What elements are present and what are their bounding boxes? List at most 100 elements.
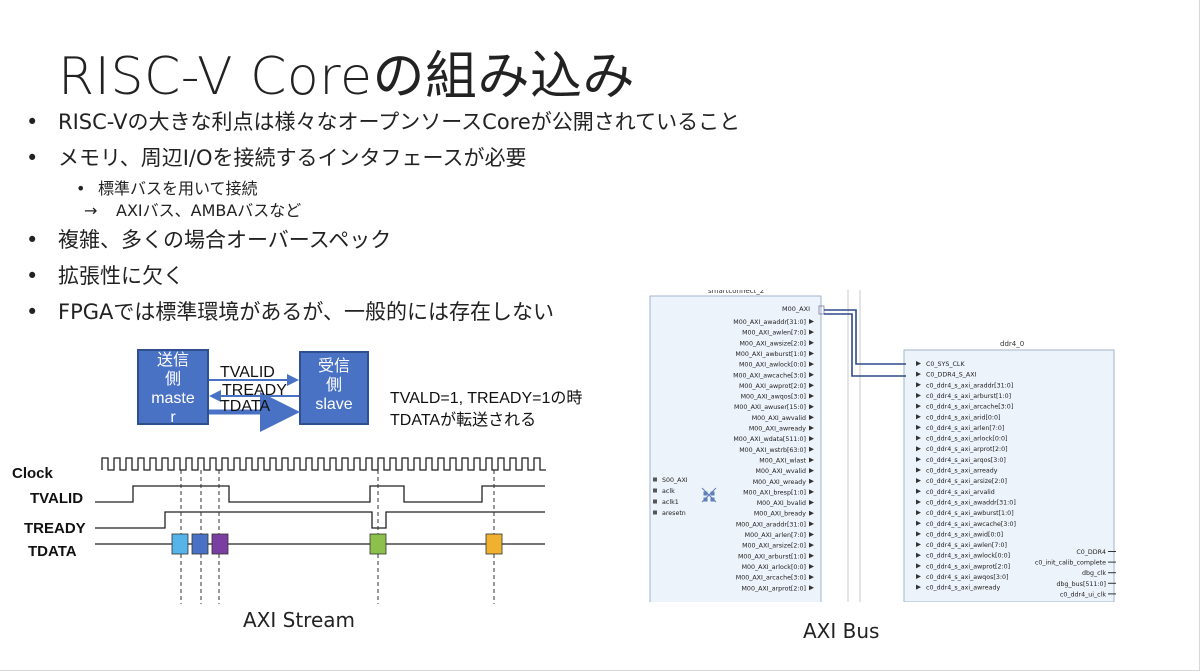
port-arrow: [809, 319, 814, 324]
port-label: c0_ddr4_s_axi_awcache[3:0]: [926, 521, 1016, 528]
port-label: c0_init_calib_complete: [1035, 560, 1106, 567]
port-arrow: [809, 446, 814, 452]
clock-label: Clock: [12, 465, 54, 482]
axi-interface-net: [824, 313, 906, 377]
port-label: C0_DDR4_S_AXI: [926, 372, 977, 379]
port-arrow: [916, 435, 921, 441]
port-arrow: [916, 584, 921, 590]
bullet-text: 複雑、多くの場合オーバースペック: [58, 228, 392, 252]
port-arrow: [809, 436, 814, 442]
port-label: c0_ddr4_s_axi_awid[0:0]: [926, 531, 1003, 538]
port-arrow: [809, 404, 814, 410]
port-label: M00_AXI_awprot[2:0]: [739, 383, 806, 390]
port-label: aclk1: [662, 499, 679, 506]
port-label: S00_AXI: [662, 477, 688, 484]
block-design-canvas: smartconnect_2 M00_AXI M00_AXI_awaddr[31…: [649, 290, 1116, 602]
port-arrow: [916, 563, 921, 569]
port-label: c0_ddr4_s_axi_awlock[0:0]: [926, 553, 1010, 560]
bullet-list: • RISC-Vの大きな利点は様々なオープンソースCoreが公開されていること •…: [26, 106, 826, 332]
port-label: c0_ddr4_s_axi_awaddr[31:0]: [926, 499, 1016, 506]
bullet-dot: •: [76, 179, 86, 198]
tvalid-label: TVALID: [220, 364, 275, 381]
axi-stream-caption: AXI Stream: [243, 608, 356, 632]
bullet-dot: •: [26, 110, 39, 134]
port-label: M00_AXI_wdata[511:0]: [733, 436, 806, 443]
port-label: M00_AXI_araddr[31:0]: [736, 521, 806, 528]
bullet-text: RISC-Vの大きな利点は様々なオープンソースCoreが公開されていること: [58, 110, 741, 134]
port-arrow: [916, 552, 921, 558]
smartconnect-name: smartconnect_2: [708, 290, 764, 295]
port-label: c0_ddr4_s_axi_arqos[3:0]: [926, 457, 1006, 464]
tvalid-waveform: [95, 485, 545, 503]
port-arrow: [916, 499, 921, 505]
port-label: c0_ddr4_s_axi_awprot[2:0]: [926, 563, 1010, 570]
master-line: 送信: [156, 352, 189, 369]
slide-title: RISC-V Coreの組み込み: [58, 47, 635, 107]
port-arrow: [916, 446, 921, 452]
port-arrow: [809, 393, 814, 399]
bullet-item: • RISC-Vの大きな利点は様々なオープンソースCoreが公開されていること: [26, 106, 826, 142]
port-pin: [653, 499, 657, 504]
bullet-dot: •: [26, 264, 39, 288]
port-label: M00_AXI_arlen[7:0]: [745, 532, 806, 539]
axi-bus-block-design: smartconnect_2 M00_AXI M00_AXI_awaddr[31…: [646, 290, 1126, 602]
data-beat: [369, 533, 387, 555]
axi-bus-caption: AXI Bus: [803, 619, 880, 643]
port-label: c0_ddr4_ui_clk: [1060, 591, 1106, 598]
port-arrow: [916, 361, 921, 366]
port-label: c0_ddr4_s_axi_awburst[1:0]: [926, 510, 1014, 517]
port-arrow: [809, 574, 814, 580]
port-arrow: [916, 478, 921, 484]
ddr4-block: [903, 349, 1115, 602]
master-line: maste: [151, 390, 195, 407]
port-label: M00_AXI_arcache[3:0]: [736, 575, 806, 582]
port-label: c0_ddr4_s_axi_arsize[2:0]: [926, 478, 1007, 485]
slave-box: 受信 側 slave: [299, 351, 369, 425]
port-label: M00_AXI_arsize[2:0]: [742, 543, 806, 550]
tvalid-timing-label: TVALID: [30, 490, 83, 507]
slave-line: slave: [315, 396, 353, 413]
port-arrow: [809, 542, 814, 548]
port-label: dbg_clk: [1082, 570, 1106, 577]
bullet-item: •FPGAでは標準環境があるが、一般的には存在しない: [26, 296, 826, 332]
port-arrow: [809, 478, 814, 484]
port-arrow: [916, 403, 921, 409]
handshake-note-line: TDATAが転送される: [390, 412, 537, 429]
port-label: M00_AXI_awqos[3:0]: [741, 394, 806, 401]
port-pin: [653, 510, 657, 515]
port-label: M00_AXI_awready: [749, 426, 806, 433]
axi-interface-net: [824, 309, 906, 365]
bullet-item: •拡張性に欠く: [26, 260, 826, 296]
port-arrow: [916, 531, 921, 537]
port-arrow: [809, 382, 814, 388]
port-label: M00_AXI_bvalid: [757, 500, 806, 507]
port-arrow: [916, 510, 921, 516]
port-arrow: [809, 350, 814, 356]
sub-bullet-text: 標準バスを用いて接続: [98, 179, 258, 198]
port-label: M00_AXI_wready: [753, 479, 807, 486]
port-label: M00_AXI_awvalid: [752, 415, 806, 422]
port-label: M00_AXI_awsize[2:0]: [740, 340, 807, 347]
data-beat: [171, 533, 189, 555]
port-label: M00_AXI_wlast: [759, 457, 806, 464]
data-beat: [191, 533, 209, 555]
port-label: c0_ddr4_s_axi_arburst[1:0]: [926, 393, 1011, 400]
ddr4-left-ports: C0_SYS_CLKC0_DDR4_S_AXIc0_ddr4_s_axi_ara…: [916, 361, 1016, 592]
slave-line: 受信: [317, 358, 350, 375]
port-arrow: [809, 468, 814, 474]
port-arrow: [809, 489, 814, 495]
port-arrow: [809, 361, 814, 367]
sub-arrow-text: AXIバス、AMBAバスなど: [116, 201, 302, 220]
tdata-timing-label: TDATA: [28, 543, 77, 560]
port-label: c0_ddr4_s_axi_arprot[2:0]: [926, 446, 1008, 453]
port-arrow: [809, 521, 814, 527]
smartconnect-right-ports: M00_AXI_awaddr[31:0]M00_AXI_awlen[7:0]M0…: [733, 319, 814, 592]
port-arrow: [809, 340, 814, 346]
port-arrow: [809, 563, 814, 569]
smartconnect-block: [649, 295, 822, 602]
tready-waveform: [95, 511, 545, 529]
port-label: c0_ddr4_s_axi_awqos[3:0]: [926, 574, 1008, 581]
bullet-dot: •: [26, 228, 39, 252]
port-arrow: [809, 372, 814, 378]
port-label: c0_ddr4_s_axi_awlen[7:0]: [926, 542, 1007, 549]
